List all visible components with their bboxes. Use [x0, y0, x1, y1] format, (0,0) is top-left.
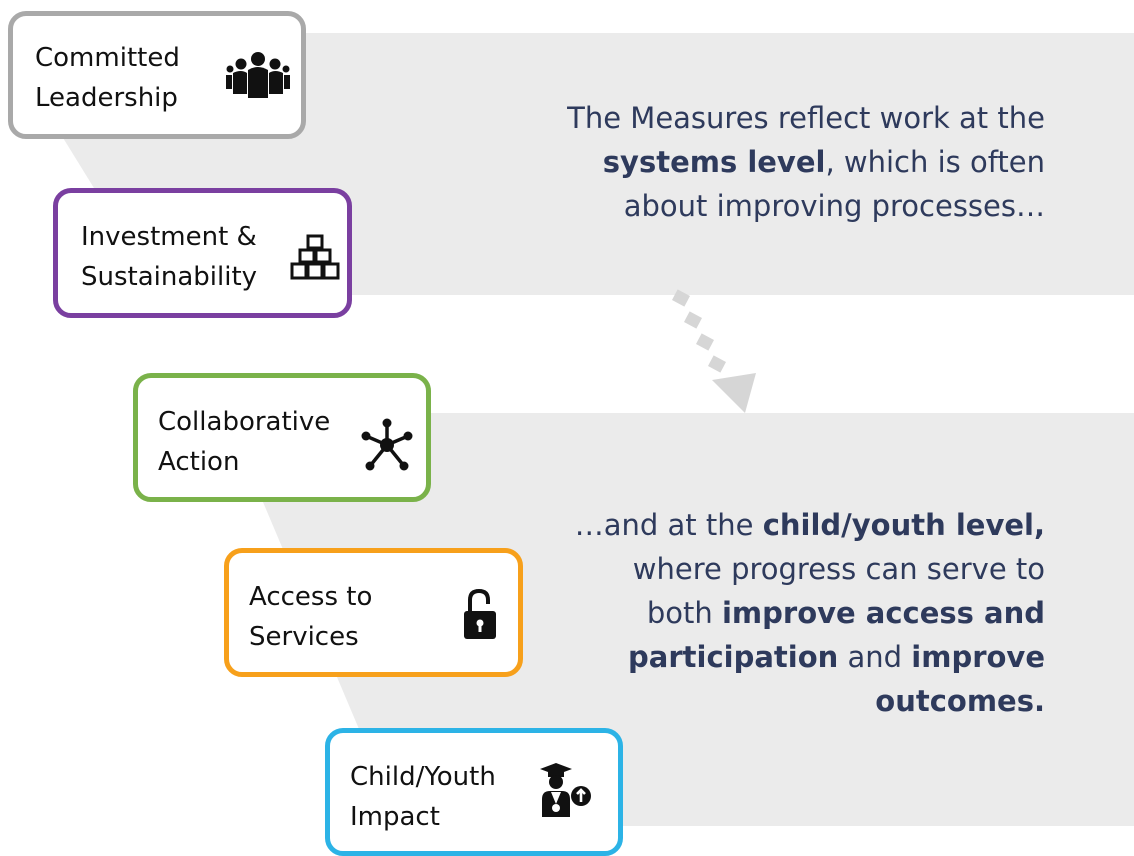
level-label: Collaborative Action [158, 407, 331, 477]
network-hub-icon [361, 418, 413, 471]
level-card-child-youth-impact: Child/Youth Impact [325, 728, 623, 856]
youth-panel [260, 413, 1134, 826]
level-card-committed-leadership: Committed Leadership [8, 11, 306, 139]
level-label: Access to Services [249, 582, 373, 652]
people-group-icon [226, 52, 290, 98]
youth-text-line-5: outcomes. [485, 679, 1045, 723]
youth-level-emphasis: child/youth level, [762, 508, 1045, 542]
level-card-collaborative-action: Collaborative Action [133, 373, 431, 502]
youth-text-line-4: participation and improve [628, 640, 1045, 674]
level-card-access-to-services: Access to Services [224, 548, 523, 677]
stacked-blocks-icon [290, 234, 340, 280]
dotted-arrow-icon [672, 289, 756, 413]
unlocked-padlock-icon [464, 588, 496, 639]
youth-level-text: …and at the child/youth level, where pro… [485, 503, 1045, 723]
systems-text-line-3: about improving processes… [623, 189, 1045, 223]
participation-emphasis: participation [628, 640, 839, 674]
systems-level-emphasis: systems level [602, 145, 826, 179]
level-label: Child/Youth Impact [350, 762, 496, 832]
level-label: Investment & Sustainability [81, 222, 258, 292]
youth-text-line-3: both improve access and [646, 596, 1045, 630]
systems-text-line-1: The Measures reflect work at the [567, 101, 1045, 135]
youth-text-line-2: where progress can serve to [632, 552, 1045, 586]
improve-emphasis: improve [911, 640, 1045, 674]
systems-level-text: The Measures reflect work at the systems… [485, 96, 1045, 228]
outcomes-emphasis: outcomes. [875, 684, 1045, 718]
youth-text-line-1: …and at the child/youth level, [574, 508, 1045, 542]
graduate-person-icon [540, 763, 591, 817]
improve-access-emphasis: improve access and [721, 596, 1045, 630]
systems-text-line-2: systems level, which is often [602, 145, 1045, 179]
level-label: Committed Leadership [35, 43, 180, 113]
level-card-investment-sustainability: Investment & Sustainability [53, 188, 352, 318]
